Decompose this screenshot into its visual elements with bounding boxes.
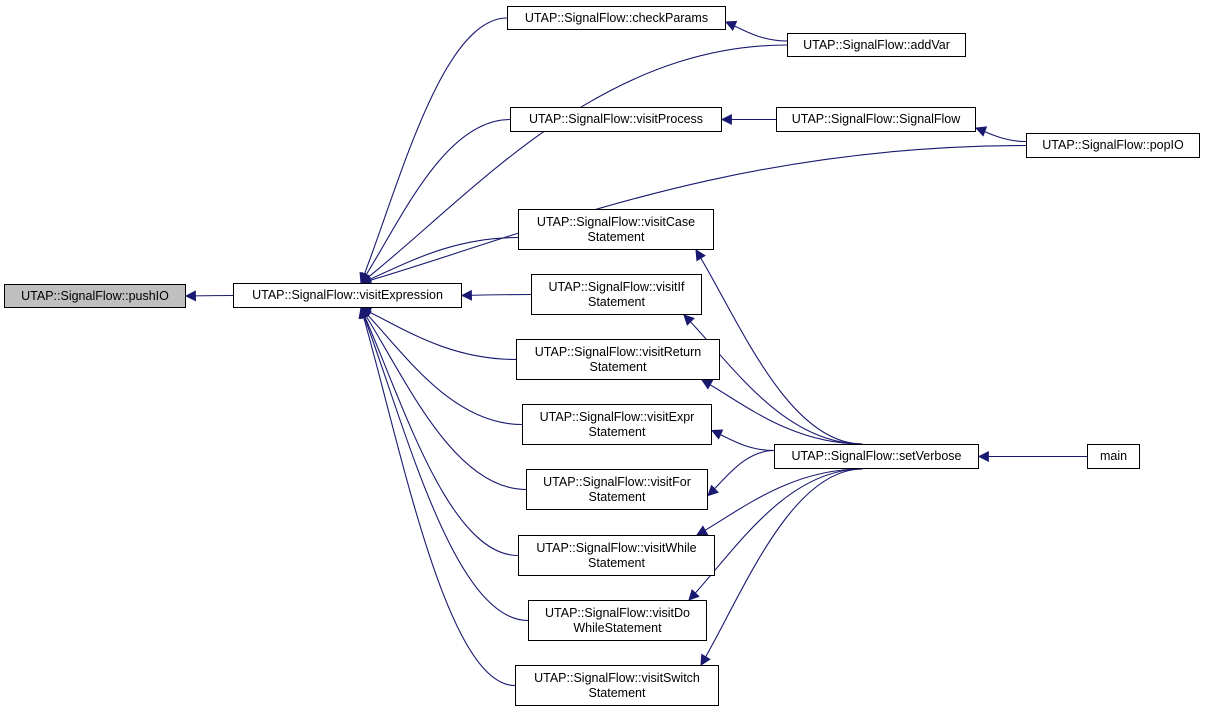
node-visit-case-statement-label-1: UTAP::SignalFlow::visitCase xyxy=(536,214,696,229)
node-visit-switch-statement-label-1: UTAP::SignalFlow::visitSwitch xyxy=(534,670,700,685)
node-visit-while-statement-label-1: UTAP::SignalFlow::visitWhile xyxy=(536,540,697,555)
node-visit-case-statement[interactable]: UTAP::SignalFlow::visitCase Statement xyxy=(518,209,714,250)
node-visit-process-label: UTAP::SignalFlow::visitProcess xyxy=(528,112,704,126)
node-set-verbose-label: UTAP::SignalFlow::setVerbose xyxy=(791,449,962,463)
edge-setVerbose-to-visitReturn xyxy=(701,379,863,445)
node-add-var-label: UTAP::SignalFlow::addVar xyxy=(803,37,950,52)
edge-popIO-to-signalFlow xyxy=(974,126,1027,143)
node-pushio-label: UTAP::SignalFlow::pushIO xyxy=(21,288,169,303)
edge-visitProcess-to-visitExpression xyxy=(360,118,511,284)
node-visit-do-while-statement-label-2: WhileStatement xyxy=(573,620,662,635)
node-visit-expression-label: UTAP::SignalFlow::visitExpression xyxy=(252,288,443,302)
node-visit-for-statement-label-2: Statement xyxy=(588,489,646,504)
node-visit-for-statement-label-1: UTAP::SignalFlow::visitFor xyxy=(543,474,691,489)
edge-visitExpr-to-visitExpression xyxy=(360,307,523,426)
edge-visitSwitch-to-visitExpression xyxy=(358,306,516,687)
node-visit-for-statement[interactable]: UTAP::SignalFlow::visitFor Statement xyxy=(526,469,708,510)
edge-setVerbose-to-visitDoWhile xyxy=(688,468,863,601)
node-visit-if-statement[interactable]: UTAP::SignalFlow::visitIf Statement xyxy=(531,274,702,315)
node-main[interactable]: main xyxy=(1087,444,1140,469)
node-visit-while-statement-label-2: Statement xyxy=(588,555,645,570)
edge-popIO-to-visitExpression xyxy=(359,144,1027,286)
node-signal-flow[interactable]: UTAP::SignalFlow::SignalFlow xyxy=(776,107,976,132)
node-signal-flow-label: UTAP::SignalFlow::SignalFlow xyxy=(791,112,961,126)
edge-visitWhile-to-visitExpression xyxy=(360,306,519,557)
node-visit-return-statement-label-2: Statement xyxy=(589,359,647,374)
edge-visitExpression-to-pushIO xyxy=(184,290,234,302)
edge-addVar-to-visitExpression xyxy=(360,44,788,284)
node-pushio: UTAP::SignalFlow::pushIO xyxy=(4,284,186,308)
edge-setVerbose-to-visitFor xyxy=(707,449,775,497)
node-visit-expression[interactable]: UTAP::SignalFlow::visitExpression xyxy=(233,283,462,308)
node-main-label: main xyxy=(1099,449,1128,463)
node-visit-if-statement-label-1: UTAP::SignalFlow::visitIf xyxy=(548,279,685,294)
edge-visitDoWhile-to-visitExpression xyxy=(359,306,529,622)
node-visit-do-while-statement[interactable]: UTAP::SignalFlow::visitDo WhileStatement xyxy=(528,600,707,641)
edge-setVerbose-to-visitIf xyxy=(683,314,863,445)
node-visit-if-statement-label-2: Statement xyxy=(588,294,645,309)
node-visit-switch-statement[interactable]: UTAP::SignalFlow::visitSwitch Statement xyxy=(515,665,719,706)
node-set-verbose[interactable]: UTAP::SignalFlow::setVerbose xyxy=(774,444,979,469)
node-visit-process[interactable]: UTAP::SignalFlow::visitProcess xyxy=(510,107,722,132)
node-pop-io-label: UTAP::SignalFlow::popIO xyxy=(1042,138,1184,152)
node-visit-return-statement[interactable]: UTAP::SignalFlow::visitReturn Statement xyxy=(516,339,720,380)
edge-setVerbose-to-visitExpr xyxy=(710,429,775,452)
node-visit-expr-statement-label-1: UTAP::SignalFlow::visitExpr xyxy=(539,409,695,424)
node-add-var[interactable]: UTAP::SignalFlow::addVar xyxy=(787,33,966,57)
node-visit-do-while-statement-label-1: UTAP::SignalFlow::visitDo xyxy=(545,605,690,620)
node-visit-expr-statement[interactable]: UTAP::SignalFlow::visitExpr Statement xyxy=(522,404,712,445)
node-visit-return-statement-label-1: UTAP::SignalFlow::visitReturn xyxy=(534,344,702,359)
node-check-params[interactable]: UTAP::SignalFlow::checkParams xyxy=(507,6,726,30)
node-visit-case-statement-label-2: Statement xyxy=(587,229,645,244)
edge-setVerbose-to-visitCase xyxy=(695,249,863,445)
node-visit-expr-statement-label-2: Statement xyxy=(588,424,646,439)
edge-setVerbose-to-visitSwitch xyxy=(700,468,863,666)
edge-visitIf-to-visitExpression xyxy=(460,289,532,301)
node-pop-io[interactable]: UTAP::SignalFlow::popIO xyxy=(1026,133,1200,158)
edge-addVar-to-checkParams xyxy=(724,20,788,42)
edge-visitReturn-to-visitExpression xyxy=(360,307,517,361)
edge-visitFor-to-visitExpression xyxy=(360,307,527,491)
edge-setVerbose-to-visitWhile xyxy=(696,468,863,536)
node-check-params-label: UTAP::SignalFlow::checkParams xyxy=(524,10,709,25)
edge-visitCase-to-visitExpression xyxy=(359,236,519,285)
node-visit-switch-statement-label-2: Statement xyxy=(588,685,646,700)
edge-checkParams-to-visitExpression xyxy=(359,17,508,285)
node-visit-while-statement[interactable]: UTAP::SignalFlow::visitWhile Statement xyxy=(518,535,715,576)
